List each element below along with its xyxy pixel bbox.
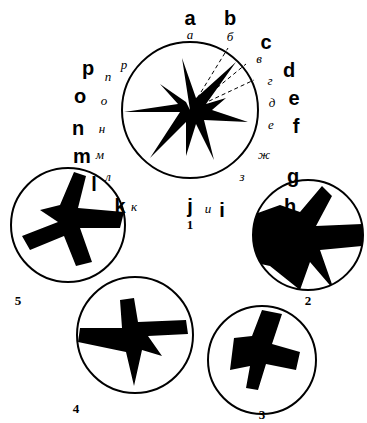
cyrillic-letter: н <box>99 122 105 135</box>
rose-shape-4 <box>78 298 188 386</box>
latin-letter: l <box>91 174 97 194</box>
cyrillic-letter: ж <box>258 148 270 161</box>
cyrillic-letter: р <box>121 58 128 71</box>
callout-number: 3 <box>259 407 266 420</box>
latin-letter: p <box>82 58 94 78</box>
cyrillic-letter: в <box>256 52 262 65</box>
cyrillic-letter: о <box>101 94 108 107</box>
cyrillic-letter: е <box>268 118 274 131</box>
rose-shape-3 <box>230 310 300 390</box>
latin-letter: k <box>114 196 125 216</box>
cyrillic-letter: а <box>187 28 194 41</box>
latin-letter: h <box>284 196 296 216</box>
rose-shape-2 <box>252 186 362 290</box>
cyrillic-letter: п <box>105 70 112 83</box>
latin-letter: f <box>293 116 300 136</box>
callout-number: 5 <box>15 294 22 307</box>
cyrillic-letter: к <box>131 200 137 213</box>
callout-number: 2 <box>305 294 312 307</box>
latin-letter: g <box>287 166 299 186</box>
callout-number: 4 <box>73 402 80 415</box>
latin-letter: i <box>219 200 225 220</box>
latin-letter: b <box>224 8 236 28</box>
latin-letter: m <box>73 146 91 166</box>
latin-letter: n <box>72 118 84 138</box>
latin-letter: e <box>288 88 299 108</box>
circle-outlines <box>11 42 363 414</box>
cyrillic-letter: з <box>239 170 244 183</box>
latin-letter: o <box>74 86 86 106</box>
cyrillic-letter: г <box>267 74 272 87</box>
latin-letter: c <box>260 32 271 52</box>
cyrillic-letter: и <box>205 202 212 215</box>
rose-shape-5 <box>22 172 124 266</box>
latin-letter: d <box>283 60 295 80</box>
rose-shape-1 <box>124 58 248 160</box>
cyrillic-letter: л <box>105 170 111 183</box>
cyrillic-letter: б <box>227 30 234 43</box>
cyrillic-letter: д <box>269 96 276 109</box>
latin-letter: j <box>187 196 193 216</box>
callout-number: 1 <box>187 218 194 231</box>
cyrillic-letter: м <box>96 148 104 161</box>
latin-letter: a <box>184 8 195 28</box>
